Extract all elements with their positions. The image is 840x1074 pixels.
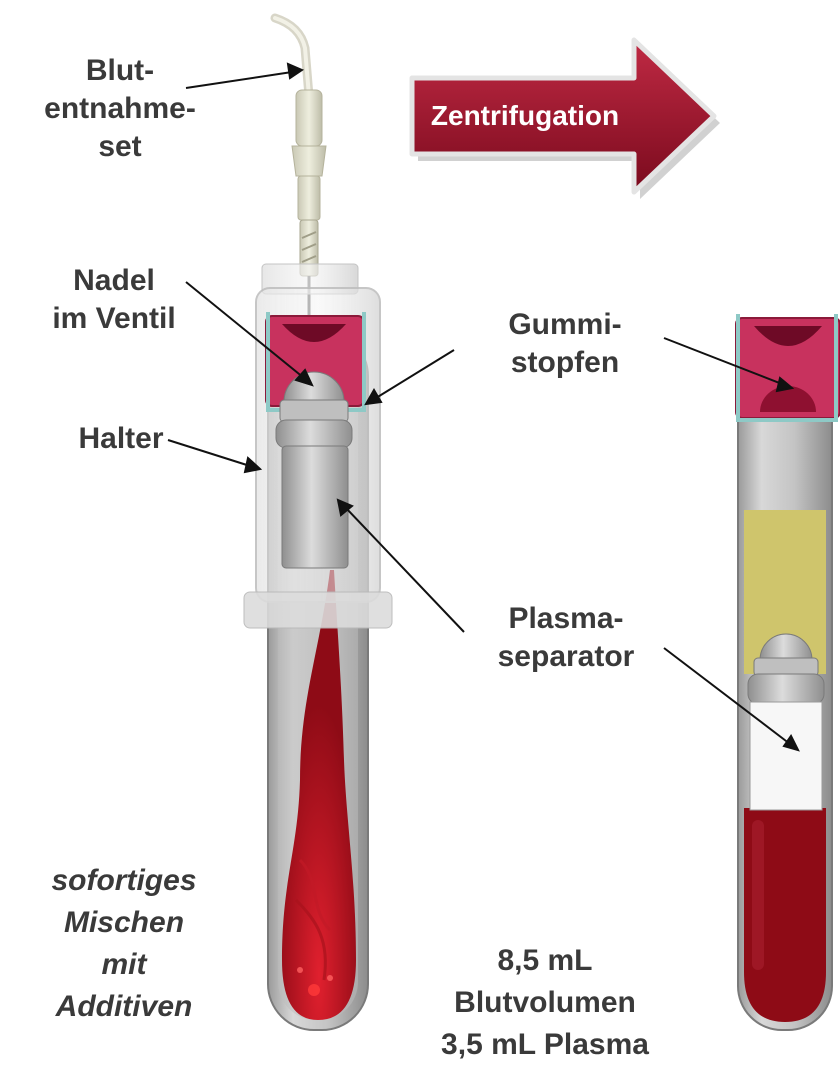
label-halter: Halter (66, 420, 176, 458)
label-blutentnahmeset: Blut- entnahme- set (30, 52, 210, 166)
label-plasmaseparator: Plasma- separator (466, 600, 666, 676)
separator-right (748, 634, 824, 810)
stopper-right (736, 314, 840, 420)
label-gummistopfen: Gummi- stopfen (470, 306, 660, 382)
label-sofortiges-mischen: sofortiges Mischen mit Additiven (18, 860, 230, 1028)
label-volume: 8,5 mL Blutvolumen 3,5 mL Plasma (420, 940, 670, 1066)
separator-left (276, 372, 352, 568)
zentrifugation-label: Zentrifugation (414, 97, 636, 135)
label-nadel-im-ventil: Nadel im Ventil (34, 262, 194, 338)
